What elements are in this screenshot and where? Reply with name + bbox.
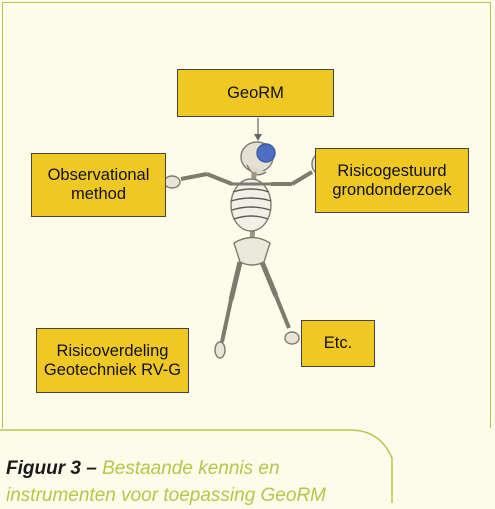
box-georm: GeoRM <box>177 69 334 117</box>
caption-label: Figuur 3 – <box>6 458 97 479</box>
figure-caption: Figuur 3 – Bestaande kennis en instrumen… <box>6 455 366 509</box>
box-etc: Etc. <box>301 320 375 367</box>
box-risicoverdeling-geotechniek: Risicoverdeling Geotechniek RV-G <box>36 328 189 393</box>
box-risicogestuurd-grondonderzoek: Risicogestuurd grondonderzoek <box>315 148 469 213</box>
box-observational-method: Observational method <box>31 153 166 217</box>
caption-text-line1: Bestaande kennis en <box>102 458 279 479</box>
arrow-head <box>254 134 262 141</box>
